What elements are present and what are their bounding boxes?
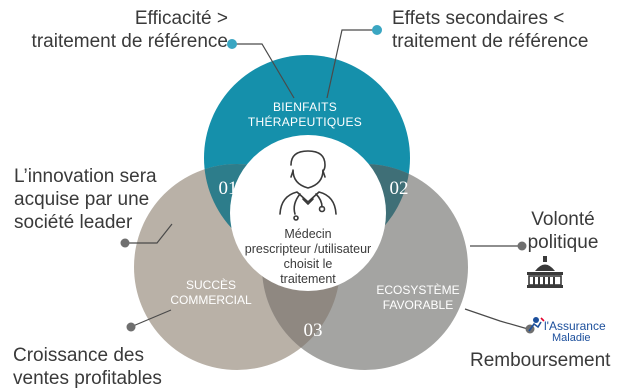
- connector-reimbursement: [464, 308, 529, 330]
- number-02: 02: [390, 178, 409, 199]
- connector-side-effects: [326, 29, 376, 99]
- logo-line1: l'Assurance: [544, 319, 606, 333]
- dot-growth: [126, 322, 136, 332]
- dot-political: [517, 241, 527, 251]
- text-line: prescripteur /utilisateur: [245, 242, 371, 256]
- connector-growth: [132, 309, 172, 327]
- label-growth-text: Croissance des ventes profitables: [13, 345, 162, 389]
- text-line: traitement: [280, 272, 336, 286]
- label-efficacy-text: Efficacité > traitement de référence: [31, 8, 228, 52]
- label-side-effects: Effets secondaires < traitement de référ…: [392, 7, 588, 53]
- label-reimbursement: Remboursement: [470, 349, 610, 372]
- text-line: choisit le: [284, 257, 333, 271]
- logo-line2: Maladie: [552, 332, 591, 344]
- dot-innovation: [120, 238, 130, 248]
- logo-text: l'Assurance Maladie: [544, 320, 606, 344]
- number-01: 01: [219, 178, 238, 199]
- text-line: COMMERCIAL: [170, 293, 252, 307]
- label-innovation: L’innovation sera acquise par une sociét…: [14, 165, 157, 234]
- number-03: 03: [304, 320, 323, 341]
- label-side-effects-text: Effets secondaires < traitement de référ…: [392, 8, 589, 52]
- label-political: Volonté politique: [518, 208, 608, 254]
- label-reimbursement-text: Remboursement: [470, 350, 611, 371]
- dot-efficacy: [227, 39, 237, 49]
- assurance-maladie-logo: [528, 317, 545, 332]
- text-line: BIENFAITS: [273, 100, 337, 114]
- text-line: Médecin: [284, 227, 331, 241]
- doctor-icon: [279, 150, 337, 221]
- text-line: SUCCÈS: [186, 277, 236, 292]
- capitol-building-icon: [527, 256, 563, 288]
- label-innovation-text: L’innovation sera acquise par une sociét…: [14, 166, 157, 233]
- connector-efficacy: [234, 43, 295, 99]
- dot-side-effects: [372, 25, 382, 35]
- text-line: FAVORABLE: [383, 298, 453, 312]
- text-line: THÉRAPEUTIQUES: [248, 114, 362, 129]
- label-growth: Croissance des ventes profitables: [13, 344, 162, 390]
- label-political-text: Volonté politique: [527, 209, 599, 253]
- label-efficacy: Efficacité > traitement de référence: [32, 7, 228, 53]
- text-line: ECOSYSTÈME: [376, 282, 459, 297]
- center-circle: [230, 135, 386, 291]
- connector-innovation: [127, 223, 173, 244]
